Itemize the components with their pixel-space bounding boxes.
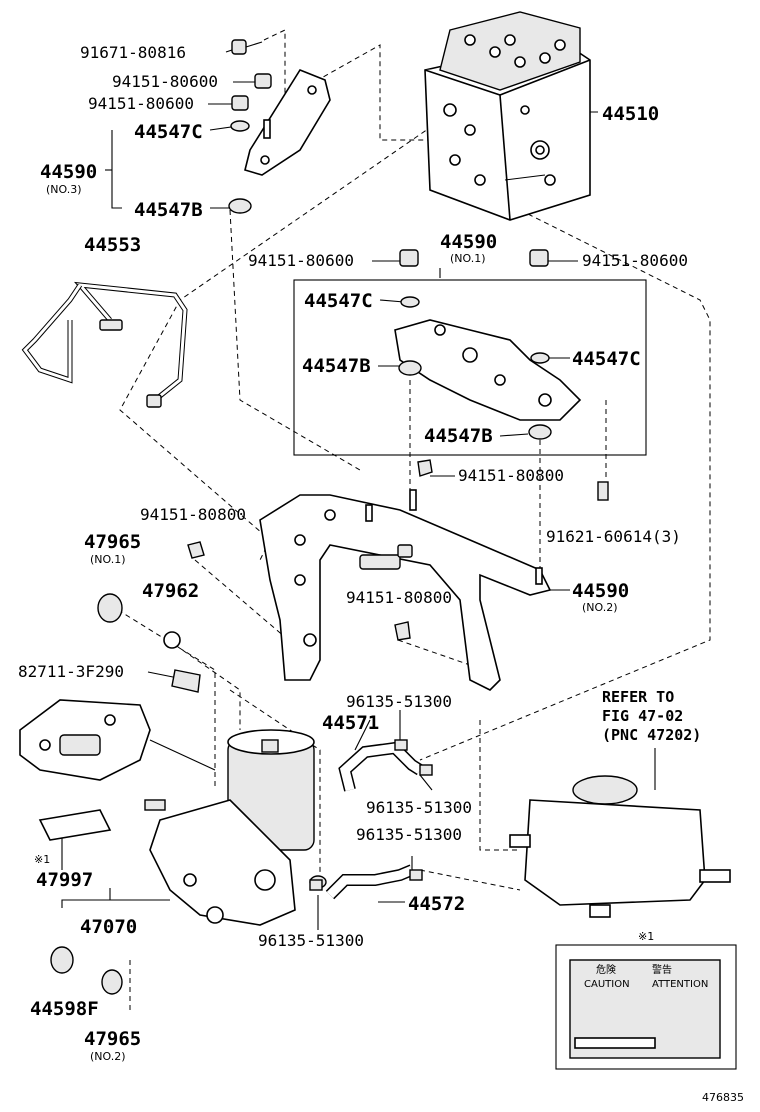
label-47965-a: 47965 [84, 531, 141, 553]
label-94151-mid-right: 94151-80600 [582, 251, 688, 270]
hoses [309, 739, 433, 900]
label-44547c-right: 44547C [572, 348, 641, 370]
sensor-82711 [171, 669, 201, 693]
label-94151-a: 94151-80600 [112, 72, 218, 91]
caution-jp-2: 警告 [652, 963, 672, 976]
bracket-44590-no2 [187, 459, 609, 691]
label-96135-b: 96135-51300 [366, 798, 472, 817]
attention-text: ATTENTION [652, 979, 708, 990]
note-mark-1: ※1 [34, 853, 50, 866]
label-44553: 44553 [84, 234, 141, 256]
label-47965-b: 47965 [84, 1028, 141, 1050]
round-parts [50, 593, 181, 995]
label-44571: 44571 [322, 712, 379, 734]
label-44590-top-sub: (NO.3) [46, 183, 82, 196]
label-91671: 91671-80816 [80, 43, 186, 62]
label-44572: 44572 [408, 893, 465, 915]
label-44590-top: 44590 [40, 161, 97, 183]
label-82711: 82711-3F290 [18, 662, 124, 681]
note-mark-1b: ※1 [638, 930, 654, 943]
bracket-44590-no1 [293, 249, 647, 456]
label-44547b-top: 44547B [134, 199, 203, 221]
pump-motor-47070 [144, 729, 327, 926]
label-94151-808-a: 94151-80800 [458, 466, 564, 485]
refer-to-line2: FIG 47-02 [602, 707, 683, 725]
reservoir [509, 775, 731, 918]
label-47965-b-sub: (NO.2) [90, 1050, 126, 1063]
label-96135-d: 96135-51300 [258, 931, 364, 950]
label-44547b-mid: 44547B [302, 355, 371, 377]
label-47997: 47997 [36, 869, 93, 891]
valve-unit [19, 699, 216, 781]
caution-text: CAUTION [584, 979, 630, 990]
label-91621: 91621-60614(3) [546, 527, 681, 546]
label-94151-808-b: 94151-80800 [140, 505, 246, 524]
label-44590-low-sub: (NO.2) [582, 601, 618, 614]
label-sheet-47997 [38, 809, 112, 841]
label-44590-mid: 44590 [440, 231, 497, 253]
label-47965-a-sub: (NO.1) [90, 553, 126, 566]
brake-tube-44553 [21, 281, 188, 408]
label-94151-mid-left: 94151-80600 [248, 251, 354, 270]
label-47070: 47070 [80, 916, 137, 938]
label-96135-a: 96135-51300 [346, 692, 452, 711]
label-44547b-low: 44547B [424, 425, 493, 447]
abs-actuator-44510 [424, 11, 591, 221]
caution-label [555, 944, 737, 1070]
dashed-leaders [117, 29, 711, 1010]
label-44590-mid-sub: (NO.1) [450, 252, 486, 265]
caution-jp-1: 危険 [596, 964, 616, 976]
label-44510: 44510 [602, 103, 659, 125]
bracket-44590-no3 [228, 39, 331, 214]
label-44590-low: 44590 [572, 580, 629, 602]
label-94151-b: 94151-80600 [88, 94, 194, 113]
label-96135-c: 96135-51300 [356, 825, 462, 844]
label-44598f: 44598F [30, 998, 99, 1020]
figure-id: 476835 [702, 1091, 744, 1104]
label-47962: 47962 [142, 580, 199, 602]
label-44547c-top: 44547C [134, 121, 203, 143]
refer-to-line3: (PNC 47202) [602, 726, 701, 744]
label-94151-808-c: 94151-80800 [346, 588, 452, 607]
label-44547c-mid: 44547C [304, 290, 373, 312]
refer-to-line1: REFER TO [602, 688, 674, 706]
